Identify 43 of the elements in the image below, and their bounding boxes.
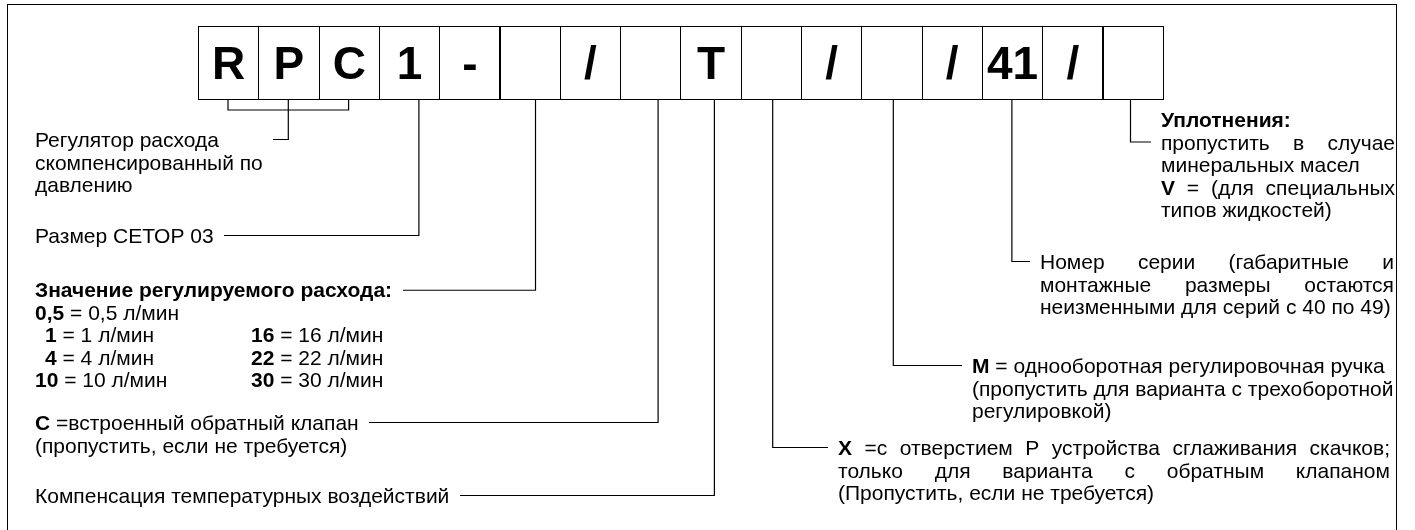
option-text: 22 = 22 л/мин: [251, 346, 384, 369]
code-cell: /: [559, 26, 622, 100]
code-cell: 41: [981, 26, 1044, 100]
code-cell: R: [198, 26, 260, 100]
code-cell: /: [921, 26, 983, 100]
description-text: Номер серии (габаритные и монтажные размеры остаются неизменными для серий с 40 по 49): [1030, 251, 1394, 319]
heading: Уплотнения:: [1161, 109, 1292, 132]
bracket-leader-line: [227, 99, 350, 141]
leader-line: [459, 99, 715, 497]
empty-code-cell: [861, 26, 923, 100]
leader-line: [223, 99, 420, 237]
heading: Значение регулируемого расхода:: [35, 279, 393, 302]
empty-code-cell: [740, 26, 802, 100]
option-text: 30 = 30 л/мин: [251, 369, 384, 392]
leader-line: [368, 99, 659, 424]
description-text: X =с отверстием Р устройства сглаживания скачков; только для варианта с обратным клапаном (Пропустить, если не требуется): [828, 437, 1390, 505]
description-text: M = однооборотная регулировочная ручка (пропустить для варианта с трехоборотной регулировкой): [962, 355, 1396, 423]
description-text: Компенсация температурных воздействий: [35, 485, 460, 508]
leader-line: [892, 99, 963, 367]
code-cell: P: [258, 26, 320, 100]
empty-code-cell: [499, 26, 561, 100]
code-cell: C: [318, 26, 380, 100]
description-text: Размер СЕТОР 03: [35, 225, 224, 248]
option-text: 4 = 4 л/мин: [45, 346, 154, 369]
empty-code-cell: [1102, 26, 1164, 100]
leader-line: [402, 99, 537, 291]
leader-line: [1129, 99, 1152, 143]
code-cell: /: [801, 26, 863, 100]
option-text: 0,5 = 0,5 л/мин: [35, 301, 180, 324]
option-text: 1 = 1 л/мин: [45, 324, 154, 347]
empty-code-cell: [620, 26, 682, 100]
description-text: C =встроенный обратный клапан (пропустить, если не требуется): [35, 412, 369, 457]
leader-line: [772, 99, 829, 449]
option-text: 16 = 16 л/мин: [251, 324, 384, 347]
code-cell: -: [439, 26, 501, 100]
code-cell: 1: [378, 26, 441, 100]
option-text: 10 = 10 л/мин: [35, 369, 168, 392]
description-text: Регулятор расхода скомпенсированный по давлению: [35, 129, 273, 197]
leader-line: [1011, 99, 1031, 263]
code-cell: T: [680, 26, 742, 100]
option-text: V = (для специальных типов жидкостей): [1161, 176, 1395, 222]
option-text: пропустить в случае минеральных масел: [1161, 131, 1395, 177]
code-cell: /: [1042, 26, 1104, 100]
